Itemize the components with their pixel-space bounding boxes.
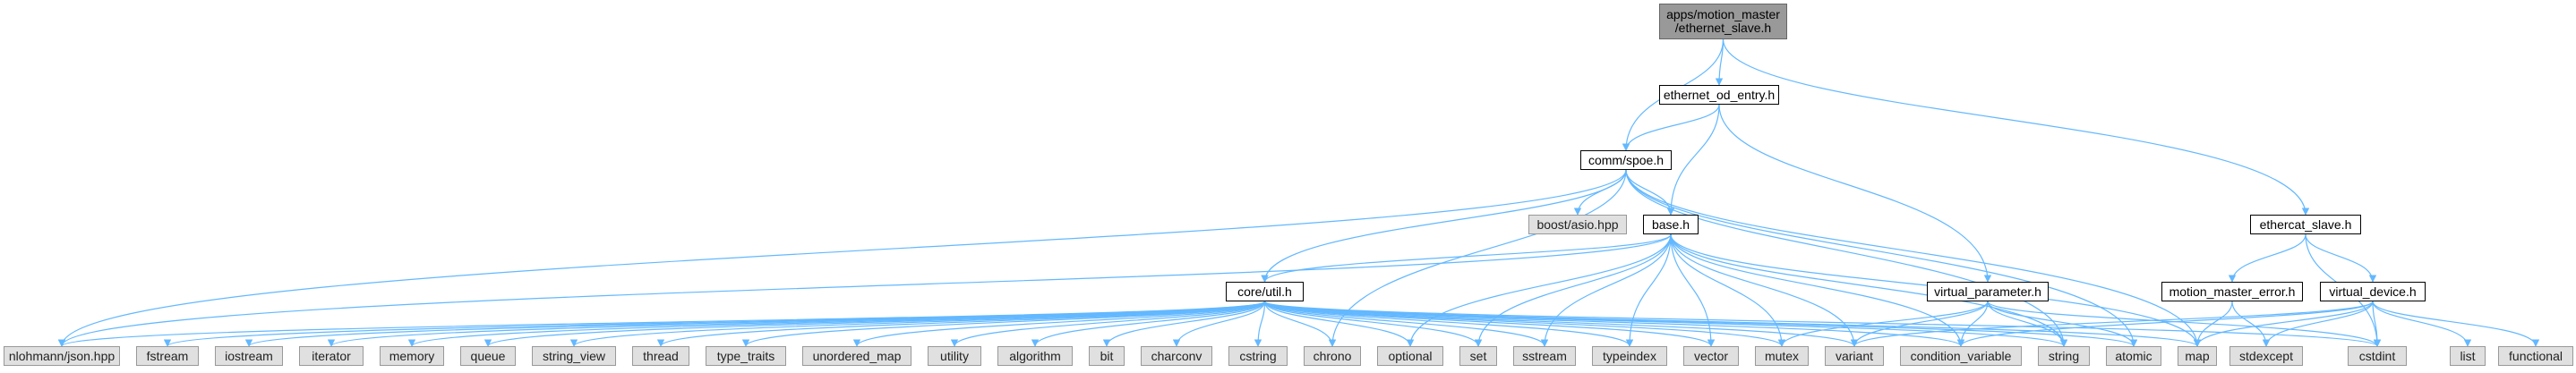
edge-virtual_parameter-to-cstdint: [1987, 301, 2382, 347]
node-map[interactable]: map: [2178, 346, 2217, 366]
edge-comm_spoe-to-atomic: [1625, 169, 2138, 347]
node-type-traits[interactable]: type_traits: [706, 346, 786, 366]
edge-core_util-to-bit: [1102, 301, 1266, 347]
edge-motion_master_error-to-stdexcept: [2231, 301, 2271, 347]
node-string[interactable]: string: [2038, 346, 2090, 366]
node-sstream[interactable]: sstream: [1513, 346, 1576, 366]
edge-core_util-to-algorithm: [1031, 301, 1266, 347]
edge-core_util-to-map: [1263, 301, 2201, 347]
edge-base-to-nlohmann_json: [57, 233, 1672, 347]
edge-root-to-ethercat_slave: [1722, 38, 2310, 216]
edge-core_util-to-iostream: [245, 301, 1266, 347]
root-label-line2: /ethernet_slave.h: [1674, 21, 1772, 35]
node-algorithm[interactable]: algorithm: [997, 346, 1073, 366]
node-iterator[interactable]: iterator: [299, 346, 364, 366]
node-base[interactable]: base.h: [1643, 215, 1699, 234]
edge-core_util-to-chrono: [1263, 301, 1337, 347]
node-atomic[interactable]: atomic: [2106, 346, 2161, 366]
node-nlohmann-json[interactable]: nlohmann/json.hpp: [4, 346, 120, 366]
node-set[interactable]: set: [1459, 346, 1497, 366]
node-cstdint[interactable]: cstdint: [2348, 346, 2407, 366]
node-variant[interactable]: variant: [1825, 346, 1884, 366]
edge-core_util-to-condition_variable: [1263, 301, 1964, 347]
node-bit[interactable]: bit: [1089, 346, 1125, 366]
node-queue[interactable]: queue: [460, 346, 516, 366]
edge-virtual_device-to-cstdint: [2372, 301, 2382, 347]
node-virtual-parameter[interactable]: virtual_parameter.h: [1927, 282, 2049, 301]
node-condition-variable[interactable]: condition_variable: [1900, 346, 2022, 366]
node-unordered-map[interactable]: unordered_map: [802, 346, 911, 366]
edge-core_util-to-charconv: [1172, 301, 1266, 347]
edge-core_util-to-utility: [950, 301, 1266, 347]
edge-virtual_device-to-stdexcept: [2262, 301, 2374, 347]
edge-virtual_parameter-to-atomic: [1987, 301, 2138, 347]
edge-base-to-string: [1670, 233, 2068, 347]
node-comm-spoe[interactable]: comm/spoe.h: [1580, 150, 1672, 170]
node-core-util[interactable]: core/util.h: [1226, 282, 1304, 301]
edges-layer: [57, 38, 2540, 347]
edge-base-to-core_util: [1261, 233, 1672, 283]
edge-comm_spoe-to-map: [1625, 169, 2202, 347]
edge-comm_spoe-to-base: [1625, 169, 1675, 216]
edge-core_util-to-iterator: [328, 301, 1266, 347]
edge-virtual_device-to-map: [2193, 301, 2374, 347]
node-thread[interactable]: thread: [632, 346, 689, 366]
node-optional[interactable]: optional: [1377, 346, 1443, 366]
edge-core_util-to-sstream: [1263, 301, 1549, 347]
node-list[interactable]: list: [2450, 346, 2486, 366]
root-header-node[interactable]: apps/motion_master /ethernet_slave.h: [1659, 4, 1787, 39]
edge-ethernet_od_entry-to-base: [1666, 104, 1720, 216]
edge-comm_spoe-to-string: [1625, 169, 2068, 347]
edge-virtual_parameter-to-string: [1987, 301, 2068, 347]
edge-virtual_device-to-functional: [2372, 301, 2540, 347]
node-memory[interactable]: memory: [380, 346, 444, 366]
node-ethercat-slave[interactable]: ethercat_slave.h: [2250, 215, 2361, 234]
edge-core_util-to-thread: [656, 301, 1266, 347]
edge-virtual_device-to-variant: [1850, 301, 2374, 347]
edge-ethercat_slave-to-motion_master_error: [2228, 233, 2306, 283]
node-utility[interactable]: utility: [928, 346, 981, 366]
edge-base-to-vector: [1670, 233, 1716, 347]
node-boost-asio[interactable]: boost/asio.hpp: [1528, 215, 1627, 234]
edge-core_util-to-set: [1263, 301, 1483, 347]
node-string-view[interactable]: string_view: [532, 346, 616, 366]
node-virtual-device[interactable]: virtual_device.h: [2320, 282, 2426, 301]
node-chrono[interactable]: chrono: [1304, 346, 1361, 366]
edge-comm_spoe-to-boost_asio: [1573, 169, 1627, 216]
node-charconv[interactable]: charconv: [1141, 346, 1212, 366]
edge-comm_spoe-to-nlohmann_json: [57, 169, 1627, 347]
node-iostream[interactable]: iostream: [215, 346, 283, 366]
edge-core_util-to-cstdint: [1263, 301, 2381, 347]
edge-virtual_device-to-condition_variable: [1956, 301, 2374, 347]
node-cstring[interactable]: cstring: [1228, 346, 1288, 366]
node-stdexcept[interactable]: stdexcept: [2229, 346, 2303, 366]
edge-ethernet_od_entry-to-virtual_parameter: [1718, 104, 1992, 283]
edge-core_util-to-variant: [1263, 301, 1859, 347]
node-motion-master-error[interactable]: motion_master_error.h: [2161, 282, 2303, 301]
edge-ethernet_od_entry-to-comm_spoe: [1622, 104, 1720, 151]
edge-virtual_parameter-to-variant: [1850, 301, 1989, 347]
edge-core_util-to-optional: [1263, 301, 1415, 347]
edge-base-to-optional: [1406, 233, 1672, 347]
edge-virtual_parameter-to-mutex: [1777, 301, 1989, 347]
root-label-line1: apps/motion_master: [1666, 7, 1780, 21]
edge-core_util-to-type_traits: [741, 301, 1266, 347]
edge-core_util-to-unordered_map: [852, 301, 1266, 347]
node-fstream[interactable]: fstream: [136, 346, 199, 366]
edge-core_util-to-typeindex: [1263, 301, 1634, 347]
edge-base-to-condition_variable: [1670, 233, 1965, 347]
node-ethernet-od-entry[interactable]: ethernet_od_entry.h: [1659, 85, 1779, 105]
edge-core_util-to-cstring: [1254, 301, 1266, 347]
edge-ethercat_slave-to-virtual_device: [2305, 233, 2377, 283]
edge-virtual_device-to-list: [2372, 301, 2472, 347]
edge-base-to-set: [1474, 233, 1672, 347]
node-mutex[interactable]: mutex: [1755, 346, 1809, 366]
node-functional[interactable]: functional: [2498, 346, 2573, 366]
node-vector[interactable]: vector: [1683, 346, 1739, 366]
edge-comm_spoe-to-core_util: [1261, 169, 1627, 283]
node-typeindex[interactable]: typeindex: [1592, 346, 1667, 366]
